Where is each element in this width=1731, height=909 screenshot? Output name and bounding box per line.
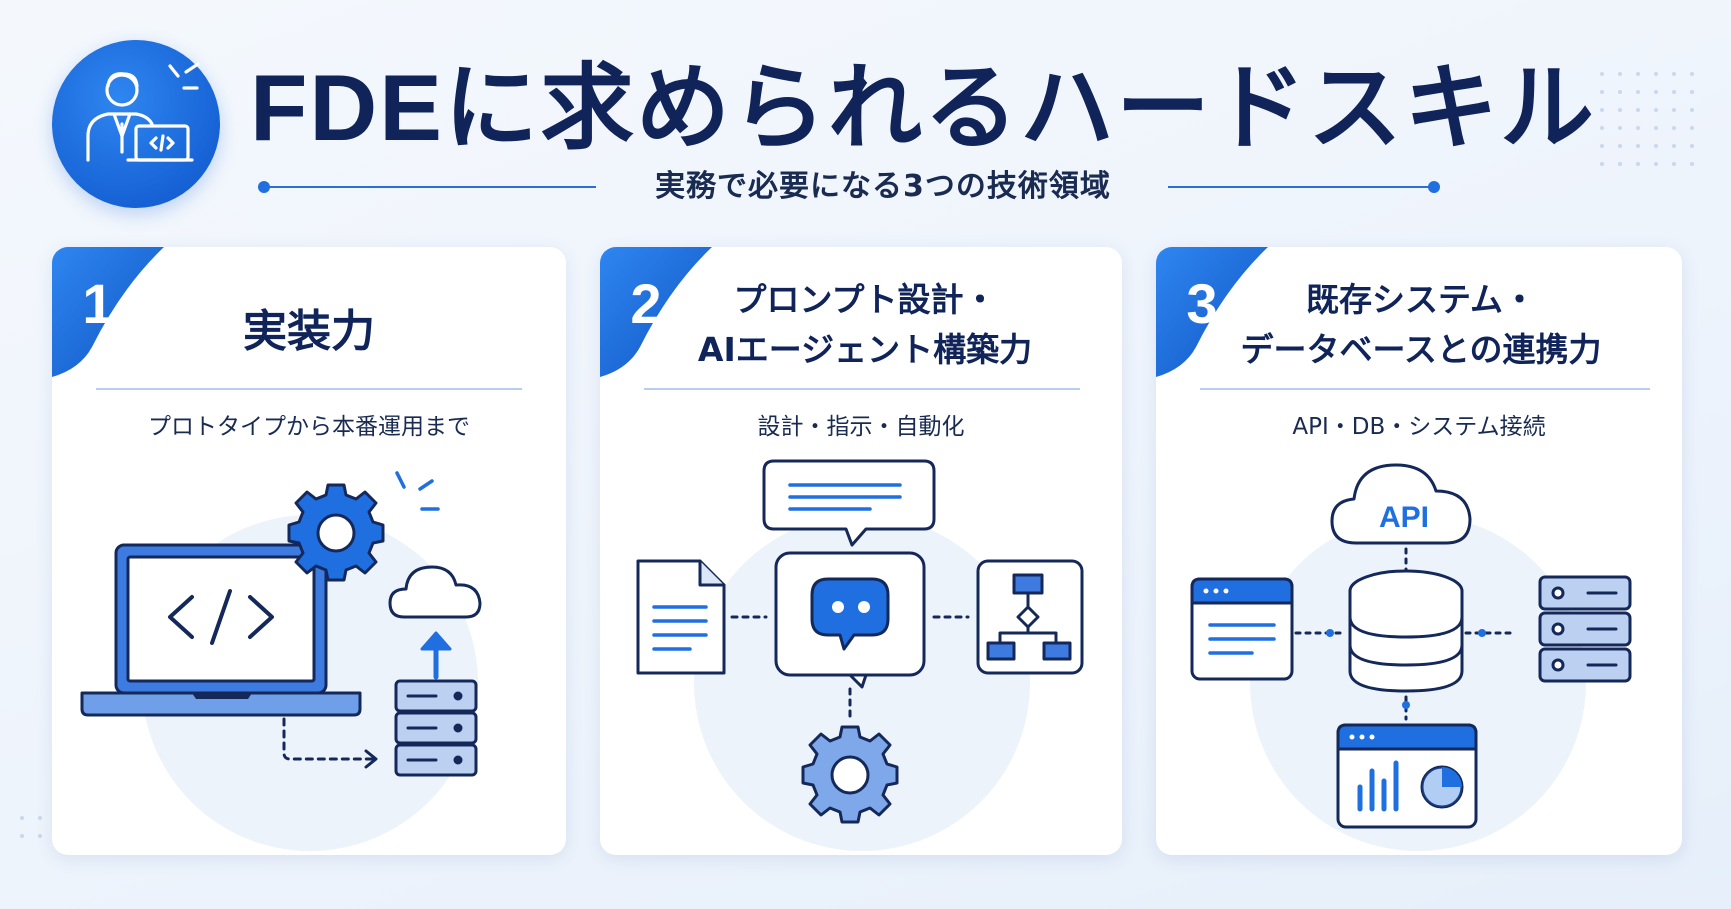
subtitle-line-dot-right — [1428, 181, 1440, 193]
card-number-badge — [1156, 247, 1268, 377]
browser-window-icon — [1190, 577, 1294, 681]
card-title: 実装力 — [243, 306, 375, 357]
developer-with-laptop-icon — [52, 40, 220, 208]
card-title: 既存システム・ データベースとの連携力 — [1240, 280, 1602, 369]
skill-card-prompt-agent: 2 プロンプト設計・ AIエージェント構築力 設計・指示・自動化 — [600, 247, 1122, 855]
document-icon — [636, 559, 726, 675]
subtitle-line-right — [1168, 186, 1432, 188]
gear-icon — [287, 483, 385, 582]
card-number: 2 — [630, 272, 662, 335]
page-title: FDEに求められるハードスキル — [250, 55, 1597, 160]
upload-arrow-icon — [420, 631, 452, 680]
server-icon — [394, 679, 478, 777]
workflow-icon — [976, 559, 1084, 675]
skill-card-implementation: 1 実装力 プロトタイプから本番運用まで — [52, 247, 566, 855]
cloud-icon — [388, 565, 482, 619]
chatbot-icon — [774, 551, 926, 689]
dashboard-chart-icon — [1336, 723, 1478, 829]
card-divider — [96, 388, 522, 390]
card-description: 設計・指示・自動化 — [757, 414, 965, 440]
page-subtitle: 実務で必要になる3つの技術領域 — [655, 169, 1111, 204]
card-number-badge — [52, 247, 164, 377]
card-description: API・DB・システム接続 — [1292, 414, 1546, 440]
subtitle-line-left — [266, 186, 596, 188]
implementation-illustration — [80, 471, 482, 851]
laptop-code-icon — [80, 543, 362, 717]
server-icon — [1538, 575, 1632, 683]
card-title: プロンプト設計・ AIエージェント構築力 — [697, 280, 1033, 369]
skill-card-system-integration: 3 既存システム・ データベースとの連携力 API・DB・システム接続 API — [1156, 247, 1682, 855]
card-number: 1 — [82, 272, 114, 335]
database-icon — [1348, 569, 1464, 693]
card-number-badge — [600, 247, 712, 377]
api-label: API — [1379, 501, 1429, 534]
subtitle-row: 実務で必要になる3つの技術領域 — [258, 167, 1440, 207]
card-divider — [1200, 388, 1650, 390]
prompt-agent-illustration — [636, 459, 1084, 851]
card-divider — [644, 388, 1080, 390]
card-description: プロトタイプから本番運用まで — [148, 414, 470, 440]
decorative-dots-top-right — [1600, 72, 1694, 166]
api-cloud-icon: API — [1330, 463, 1472, 545]
speech-bubble-icon — [762, 459, 936, 547]
gear-icon — [801, 725, 899, 824]
card-number: 3 — [1186, 272, 1218, 335]
system-integration-illustration: API — [1190, 463, 1632, 851]
subtitle-line-dot-left — [258, 181, 270, 193]
